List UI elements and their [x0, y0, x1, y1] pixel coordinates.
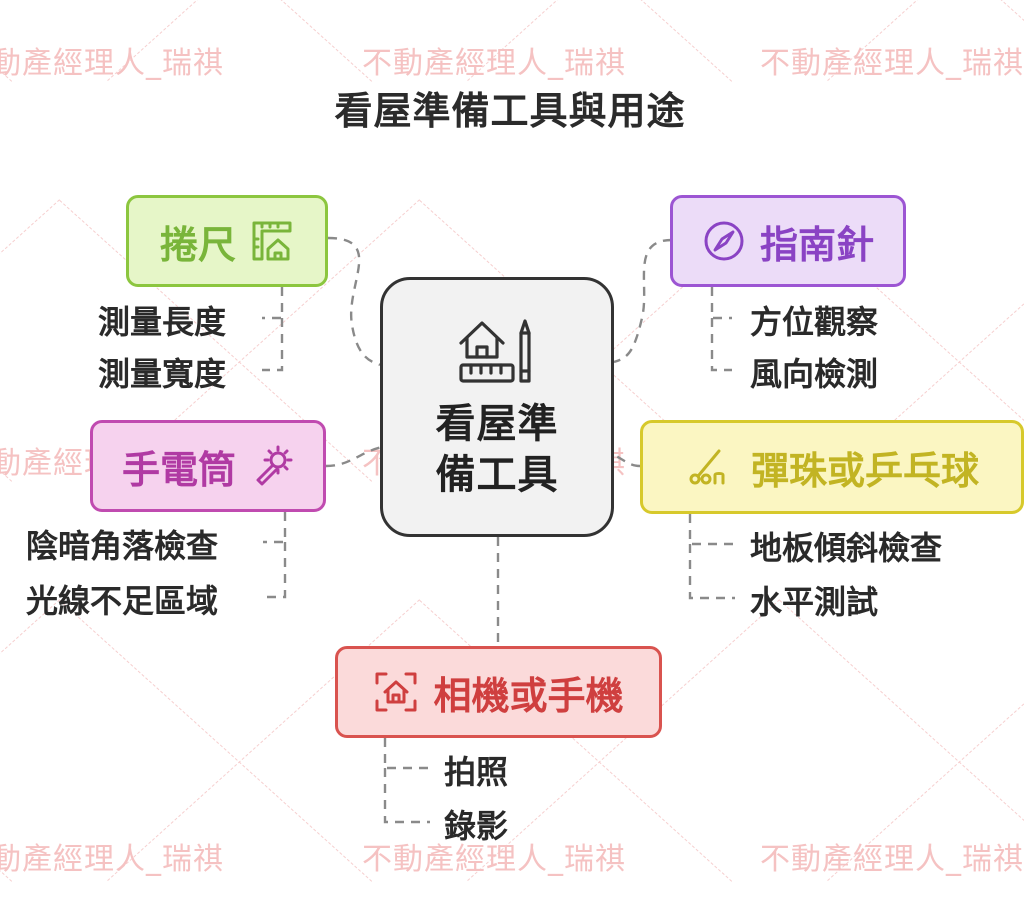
- connector-tape: [327, 236, 381, 367]
- node-tape-label: 捲尺: [159, 222, 236, 267]
- node-compass-label: 指南針: [759, 222, 874, 267]
- connector-compass-item-2: [710, 318, 732, 372]
- flash-item-2: 光線不足區域: [26, 582, 219, 620]
- connector-marble-item-1: [688, 514, 735, 546]
- connector-compass-item-1: [710, 287, 732, 320]
- house-ruler-pencil-icon: [455, 313, 539, 391]
- node-compass[interactable]: 指南針: [670, 195, 906, 287]
- node-camera-phone[interactable]: 相機或手機: [335, 646, 662, 738]
- center-label: 看屋準備工具: [435, 400, 559, 498]
- compass-item-2: 風向檢測: [750, 355, 879, 393]
- connector-marble: [613, 453, 641, 468]
- connector-marble-item-2: [688, 544, 735, 600]
- diagram-title: 看屋準備工具與用途: [334, 89, 686, 133]
- node-marble-pingpong[interactable]: 彈珠或乒乓球: [640, 420, 1024, 514]
- connector-camera-item-1: [383, 738, 430, 770]
- camera-item-1: 拍照: [444, 753, 509, 791]
- marble-item-1: 地板傾斜檢查: [750, 529, 943, 567]
- node-flashlight[interactable]: 手電筒: [90, 420, 326, 512]
- node-flash-label: 手電筒: [121, 447, 236, 492]
- connector-flash: [325, 445, 383, 468]
- level-ball-icon: [685, 445, 733, 489]
- node-tape-measure[interactable]: 捲尺: [126, 195, 328, 287]
- connector-camera-item-2: [383, 768, 430, 824]
- node-camera-label: 相機或手機: [433, 673, 624, 718]
- flash-item-1: 陰暗角落檢查: [26, 527, 219, 565]
- compass-item-1: 方位觀察: [750, 303, 879, 341]
- camera-item-2: 錄影: [444, 807, 509, 845]
- compass-icon: [702, 219, 746, 263]
- connector-tape-item-2: [262, 318, 284, 372]
- marble-item-2: 水平測試: [750, 583, 879, 621]
- connector-flash-item-2: [263, 542, 287, 599]
- node-marble-label: 彈珠或乒乓球: [750, 448, 979, 493]
- camera-frame-house-icon: [373, 670, 419, 714]
- connector-compass: [613, 238, 673, 364]
- connector-flash-item-1: [263, 512, 287, 544]
- connector-tape-item-1: [262, 287, 284, 320]
- flashlight-icon: [250, 444, 294, 488]
- tape-item-1: 測量長度: [98, 303, 227, 341]
- ruler-house-icon: [250, 219, 294, 263]
- center-node[interactable]: 看屋準備工具: [380, 277, 614, 537]
- tape-item-2: 測量寬度: [98, 355, 227, 393]
